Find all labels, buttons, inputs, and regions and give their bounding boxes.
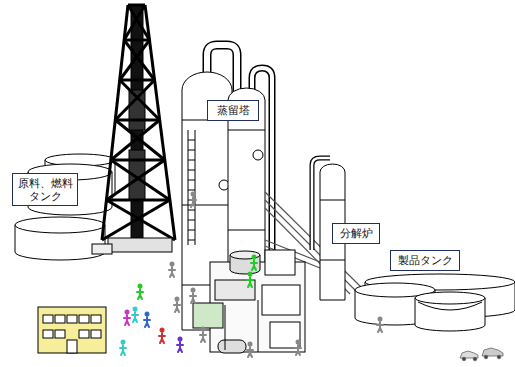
label-text: 製品タンク: [398, 254, 453, 267]
flare-tower: [102, 5, 175, 240]
label-text: 蒸留塔: [217, 104, 250, 117]
label-box: 分解炉: [332, 223, 380, 244]
distillation-tower: [182, 72, 265, 330]
office-building: [38, 307, 106, 353]
raw-tanks: [15, 154, 115, 260]
tower-platform: [92, 238, 172, 254]
label-text: 原料、燃料 タンク: [15, 177, 75, 203]
label-box: 蒸留塔: [207, 100, 259, 121]
workers: [120, 192, 383, 358]
product-tanks: [355, 274, 515, 331]
process-unit: [193, 250, 305, 353]
label-text: 分解炉: [340, 227, 373, 240]
cars: [460, 348, 503, 361]
label-box: 原料、燃料 タンク: [12, 173, 78, 206]
label-box: 製品タンク: [390, 250, 460, 271]
